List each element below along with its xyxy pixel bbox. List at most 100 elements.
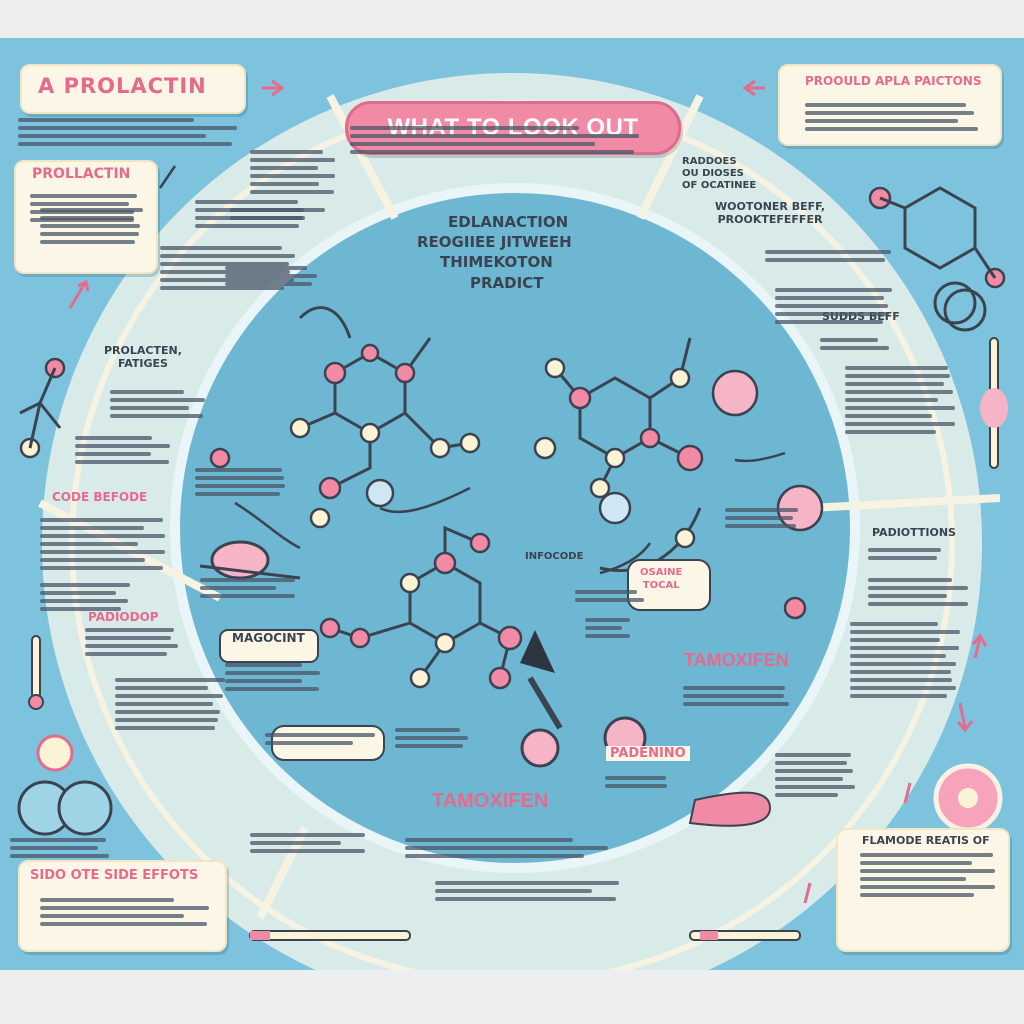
text-line-mark <box>850 638 940 642</box>
text-line-mark <box>195 200 298 204</box>
text-line-mark <box>230 216 305 220</box>
text-line-mark <box>40 566 163 570</box>
text-line-mark <box>820 338 878 342</box>
cell-nucleus <box>958 788 978 808</box>
text-line-mark <box>575 598 644 602</box>
top-right-title: PROOULD APLA PAICTONS <box>805 74 982 88</box>
text-line-mark <box>868 602 968 606</box>
text-line-mark <box>805 103 966 107</box>
text-line-mark <box>160 286 284 290</box>
text-line-mark <box>40 922 207 926</box>
padenino-label: PADENINO <box>606 746 690 761</box>
text-line-mark <box>10 846 98 850</box>
cell-icon <box>598 491 632 525</box>
text-line-mark <box>435 881 619 885</box>
text-line-mark <box>250 833 365 837</box>
cell-icon <box>520 728 560 768</box>
text-line-mark <box>110 414 203 418</box>
text-line-mark <box>225 679 302 683</box>
text-line-mark <box>250 158 335 162</box>
text-line-mark <box>195 476 284 480</box>
text-line-mark <box>200 594 295 598</box>
text-line-mark <box>775 312 889 316</box>
cell-icon <box>36 734 74 772</box>
capsule-icon <box>17 780 113 836</box>
text-line-mark <box>40 906 209 910</box>
text-line-mark <box>265 741 353 745</box>
text-line-mark <box>195 484 285 488</box>
text-line-mark <box>265 733 375 737</box>
text-line-mark <box>405 846 608 850</box>
text-line-mark <box>683 686 785 690</box>
text-line-mark <box>225 282 312 286</box>
text-line-mark <box>850 630 960 634</box>
text-line-mark <box>160 270 290 274</box>
text-line-mark <box>10 838 106 842</box>
text-line-mark <box>585 626 622 630</box>
text-line-mark <box>868 594 947 598</box>
text-line-mark <box>683 702 789 706</box>
text-line-mark <box>845 390 953 394</box>
text-line-mark <box>40 550 165 554</box>
text-line-mark <box>40 542 138 546</box>
text-line-mark <box>605 784 667 788</box>
text-line-mark <box>868 578 952 582</box>
text-line-mark <box>775 288 892 292</box>
text-line-mark <box>250 190 334 194</box>
text-line-mark <box>350 150 634 154</box>
text-line-mark <box>845 430 936 434</box>
text-line-mark <box>225 266 307 270</box>
text-line-mark <box>775 769 853 773</box>
text-line-mark <box>395 744 463 748</box>
molecule-icon <box>19 367 62 449</box>
infocode-label: INFOCODE <box>525 551 584 562</box>
text-line-mark <box>40 240 135 244</box>
text-line-mark <box>225 687 319 691</box>
flamode-card <box>836 828 1010 952</box>
text-line-mark <box>85 636 171 640</box>
text-line-mark <box>605 776 666 780</box>
text-line-mark <box>775 753 851 757</box>
segment-divider <box>636 94 704 220</box>
text-line-mark <box>110 398 205 402</box>
text-line-mark <box>845 422 955 426</box>
text-line-mark <box>40 216 134 220</box>
text-line-mark <box>775 296 884 300</box>
woodoner-label: WOOTONER BEFF, PROOKTEFEFFER <box>715 200 826 226</box>
text-line-mark <box>775 793 838 797</box>
side-effects-label: SIDO OTE SIDE EFFOTS <box>30 868 199 883</box>
text-line-mark <box>40 232 139 236</box>
text-line-mark <box>435 897 616 901</box>
text-line-mark <box>40 224 140 228</box>
text-line-mark <box>350 134 639 138</box>
text-line-mark <box>40 518 163 522</box>
text-line-mark <box>40 591 116 595</box>
infographic-poster: WHAT TO LOOK OUT A PROLACTIN PROOULD APL… <box>0 38 1024 970</box>
text-line-mark <box>850 622 938 626</box>
text-line-mark <box>85 644 178 648</box>
text-line-mark <box>110 390 184 394</box>
text-line-mark <box>195 468 282 472</box>
text-line-mark <box>775 304 888 308</box>
arrow-icon <box>520 630 555 673</box>
molecule-icon <box>879 186 997 332</box>
text-line-mark <box>850 670 951 674</box>
text-line-mark <box>18 118 194 122</box>
text-line-mark <box>200 578 295 582</box>
text-line-mark <box>860 893 974 897</box>
text-line-mark <box>585 634 630 638</box>
text-line-mark <box>868 556 937 560</box>
text-line-mark <box>115 710 220 714</box>
osaine-tocal-label: OSAINE TOCAL <box>640 567 683 591</box>
text-line-mark <box>868 586 968 590</box>
text-line-mark <box>18 126 237 130</box>
top-left-title: A PROLACTIN <box>38 74 207 98</box>
text-line-mark <box>225 274 317 278</box>
text-line-mark <box>405 838 573 842</box>
atom-pink <box>44 186 1006 690</box>
text-line-mark <box>40 583 130 587</box>
text-line-mark <box>775 320 883 324</box>
text-line-mark <box>30 210 134 214</box>
arrow-icon <box>158 165 786 575</box>
text-line-mark <box>775 785 855 789</box>
